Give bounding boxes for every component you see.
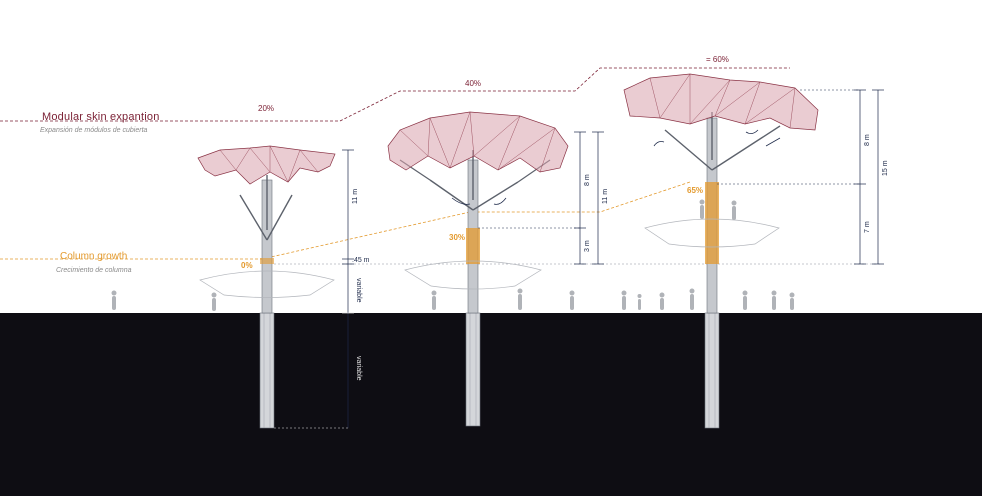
dim-t3-base: 7 m: [864, 221, 871, 233]
rotation-arrow-icon: [653, 141, 665, 147]
dim-t2-total: 11 m: [602, 188, 609, 204]
dim-t1-variable-above: variable: [355, 278, 362, 303]
dim-t1-canopy: 11 m: [352, 188, 359, 204]
skin-expansion-title: Modular skin expantion: [42, 111, 160, 123]
tree-stage-3: [623, 73, 884, 429]
column-percent-2: 30%: [449, 233, 466, 242]
bench-ring: [199, 270, 335, 298]
dim-t2-base: 3 m: [584, 240, 591, 252]
skin-percent-1: 20%: [258, 104, 275, 113]
ground: [0, 313, 982, 496]
column-growth-segment: [260, 258, 274, 264]
dim-t3-canopy: 8 m: [864, 134, 871, 146]
rotation-arrow-icon: [745, 129, 759, 134]
tree-stage-2: [387, 111, 604, 427]
column-percent-3: 65%: [687, 186, 704, 195]
extension-arrow-icon: [765, 137, 781, 147]
dim-t2-canopy: 8 m: [584, 174, 591, 186]
canopy-skin: [197, 145, 336, 185]
column-growth-line: [261, 181, 691, 260]
dim-t1-base: .45 m: [352, 257, 370, 264]
skin-growth-line: [339, 67, 790, 122]
people-silhouettes: [111, 199, 795, 311]
rotation-arrow-icon: [451, 197, 471, 205]
column-underground: [465, 312, 481, 427]
bench-ring: [404, 260, 542, 290]
column-underground: [259, 312, 275, 429]
column-growth-segment: [705, 182, 719, 264]
tree-stage-1: [197, 145, 354, 429]
skin-percent-3: = 60%: [706, 55, 729, 64]
bench-ring: [644, 218, 780, 248]
column-growth-title: Column growth: [60, 251, 128, 262]
column-underground: [704, 312, 720, 429]
rotation-arrow-icon: [493, 197, 507, 205]
column-percent-1: 0%: [241, 261, 253, 270]
dim-t3-total: 15 m: [882, 160, 889, 176]
dim-t1-variable-below: variable: [355, 356, 362, 381]
column-growth-subtitle: Crecimiento de columna: [56, 267, 132, 274]
column-growth-segment: [466, 228, 480, 264]
skin-percent-2: 40%: [465, 79, 482, 88]
skin-expansion-subtitle: Expansión de módulos de cubierta: [40, 127, 148, 134]
